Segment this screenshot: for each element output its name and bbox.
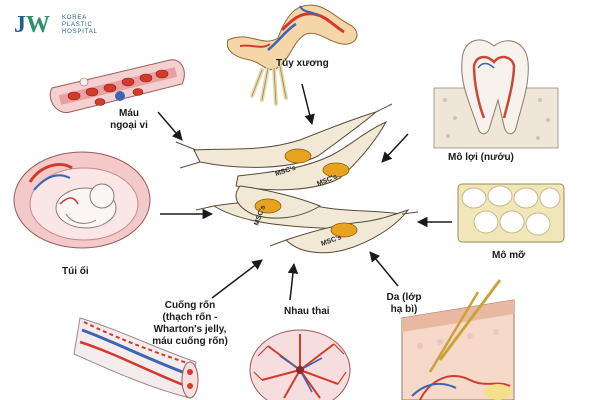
arrow-bone-marrow [302,84,312,124]
arrow-gum [382,134,408,162]
label-skin: Da (lớp hạ bì) [380,292,428,316]
amniotic-sac-illustration [14,152,150,248]
label-umbilical-cord: Cuống rốn (thạch rốn - Wharton's jelly, … [146,300,234,348]
label-fat-tissue: Mô mỡ [492,250,525,262]
msc-nucleus [285,149,311,163]
gum-tissue-illustration [434,40,558,148]
label-peripheral-blood-line2: ngoại vi [104,120,154,132]
msc-cell-cluster: MSC's MSC's MSC's MSC's [176,104,418,253]
label-skin-line2: hạ bì) [380,304,428,316]
label-amniotic-sac: Túi ối [62,266,89,278]
label-gum-tissue: Mô lợi (nướu) [448,152,514,164]
label-peripheral-blood: Máu ngoại vi [104,108,154,132]
label-skin-line1: Da (lớp [380,292,428,304]
label-umbilical-line1: Cuống rốn [146,300,234,312]
label-peripheral-blood-line1: Máu [104,108,154,120]
peripheral-blood-illustration [50,60,184,113]
arrow-skin [370,252,398,286]
label-umbilical-line4: máu cuống rốn) [146,336,234,348]
label-bone-marrow: Tủy xương [276,58,329,70]
placenta-illustration [250,330,350,400]
bone-marrow-illustration [227,5,357,104]
fat-tissue-illustration [458,184,564,242]
label-placenta: Nhau thai [284,306,330,318]
label-umbilical-line2: (thạch rốn - [146,312,234,324]
arrow-placenta [290,264,294,300]
msc-nucleus [331,223,357,237]
arrows [158,84,452,300]
arrow-umbilical [212,260,262,298]
arrow-peripheral-blood [158,112,182,140]
label-umbilical-line3: Wharton's jelly, [146,324,234,336]
